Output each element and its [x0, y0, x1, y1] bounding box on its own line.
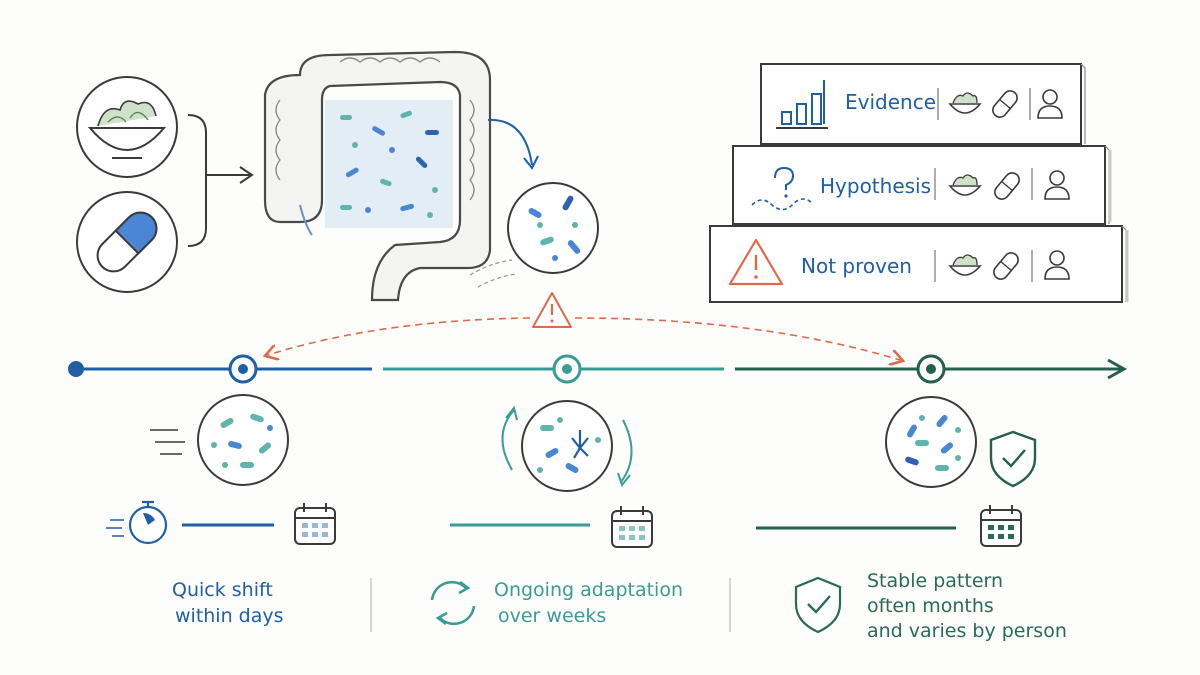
- phase-2-line-2: over weeks: [498, 605, 607, 627]
- phase-1-line-2: within days: [175, 605, 284, 627]
- tier3-salad-icon: [948, 254, 982, 276]
- salad-bowl-icon: [87, 100, 167, 159]
- phase-3-shield-icon: [989, 430, 1037, 488]
- evidence-stack: [709, 63, 1129, 303]
- phase-3-line-3: and varies by person: [867, 620, 1067, 642]
- milestone-2: [552, 354, 582, 384]
- input-bracket: [187, 114, 254, 247]
- supplement-input-icon: [76, 191, 178, 293]
- tier1-salad-icon: [948, 92, 982, 114]
- timeline-warning-icon: [532, 292, 572, 328]
- tier3-person-icon: [1044, 250, 1070, 280]
- question-icon: [751, 166, 813, 211]
- timeline: [68, 354, 1128, 384]
- tier-label-hypothesis: Hypothesis: [820, 174, 932, 198]
- food-input-icon: [76, 76, 178, 178]
- tier2-capsule-icon: [994, 172, 1020, 200]
- bar-chart-icon: [776, 80, 828, 129]
- colon-microbes: [340, 110, 439, 218]
- tier-label-evidence: Evidence: [845, 90, 937, 114]
- phase-2-calendar-icon: [611, 506, 653, 548]
- phase-3-microbe-icon: [885, 396, 977, 488]
- cycle-arrows-icon: [430, 580, 476, 626]
- person-icon: [1037, 89, 1063, 119]
- phase-1-microbe-icon: [150, 394, 289, 486]
- zoom-arrow: [487, 118, 539, 170]
- stopwatch-icon: [106, 500, 168, 545]
- phase-3-calendar-icon: [980, 505, 1022, 547]
- phase-2-line-1: Ongoing adaptation: [494, 579, 683, 601]
- capsule-icon: [96, 211, 158, 273]
- colon-icon: [263, 50, 492, 302]
- phase-3-line-1: Stable pattern: [867, 570, 1004, 592]
- caution-arc: [268, 292, 900, 360]
- warning-icon: [728, 238, 784, 286]
- milestone-3: [916, 354, 946, 384]
- tier3-capsule-icon: [993, 252, 1019, 280]
- shield-check-icon: [794, 576, 842, 634]
- phase-2-microbe-icon: [501, 400, 633, 492]
- microbe-zoom-icon: [469, 182, 599, 288]
- tier-label-not-proven: Not proven: [801, 254, 912, 278]
- phase-1-line-1: Quick shift: [172, 579, 273, 601]
- phase-3-line-2: often months: [867, 595, 994, 617]
- tier2-salad-icon: [948, 174, 982, 196]
- phase-1-calendar-icon: [294, 503, 336, 545]
- tier2-person-icon: [1044, 170, 1070, 200]
- milestone-1: [228, 354, 258, 384]
- tier1-capsule-icon: [992, 90, 1018, 118]
